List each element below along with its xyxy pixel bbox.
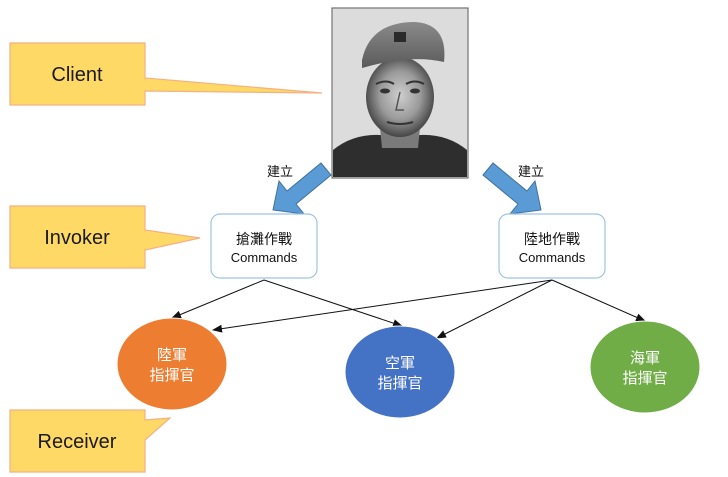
receiver-callout-label: Receiver <box>38 431 117 453</box>
create-label-left: 建立 <box>267 165 293 180</box>
create-arrow-left <box>272 162 332 215</box>
connector-land-to-navy <box>551 279 646 322</box>
navy-commander-line1: 海軍 <box>630 349 660 367</box>
beach-landing-command-box: 搶灘作戰 Commands <box>210 213 318 279</box>
airforce-commander-node: 空軍 指揮官 <box>344 325 456 419</box>
land-combat-command-box: 陸地作戰 Commands <box>498 213 606 279</box>
create-arrow-right <box>482 162 542 215</box>
connector-land-to-airforce <box>436 279 553 339</box>
connector-beach-to-airforce <box>263 279 403 327</box>
land-combat-command-title: 陸地作戰 <box>524 232 580 248</box>
land-combat-command-subtitle: Commands <box>519 250 586 265</box>
army-commander-line2: 指揮官 <box>149 366 194 384</box>
receiver-callout: Receiver <box>9 409 172 473</box>
connector-beach-to-army <box>171 279 265 319</box>
command-connectors <box>171 279 646 339</box>
invoker-callout: Invoker <box>9 205 201 269</box>
beach-landing-command-subtitle: Commands <box>231 250 298 265</box>
navy-commander-line2: 指揮官 <box>622 369 667 387</box>
create-label-right: 建立 <box>518 165 544 180</box>
beach-landing-command-title: 搶灘作戰 <box>236 231 292 248</box>
airforce-commander-line2: 指揮官 <box>377 374 422 392</box>
army-commander-node: 陸軍 指揮官 <box>116 317 228 411</box>
navy-commander-node: 海軍 指揮官 <box>589 320 701 414</box>
airforce-commander-line1: 空軍 <box>385 354 415 372</box>
army-commander-line1: 陸軍 <box>157 346 187 364</box>
client-callout-label: Client <box>51 64 103 86</box>
client-callout: Client <box>9 42 323 106</box>
connector-land-to-army <box>212 279 553 333</box>
general-portrait <box>331 7 469 179</box>
invoker-callout-label: Invoker <box>44 227 110 249</box>
